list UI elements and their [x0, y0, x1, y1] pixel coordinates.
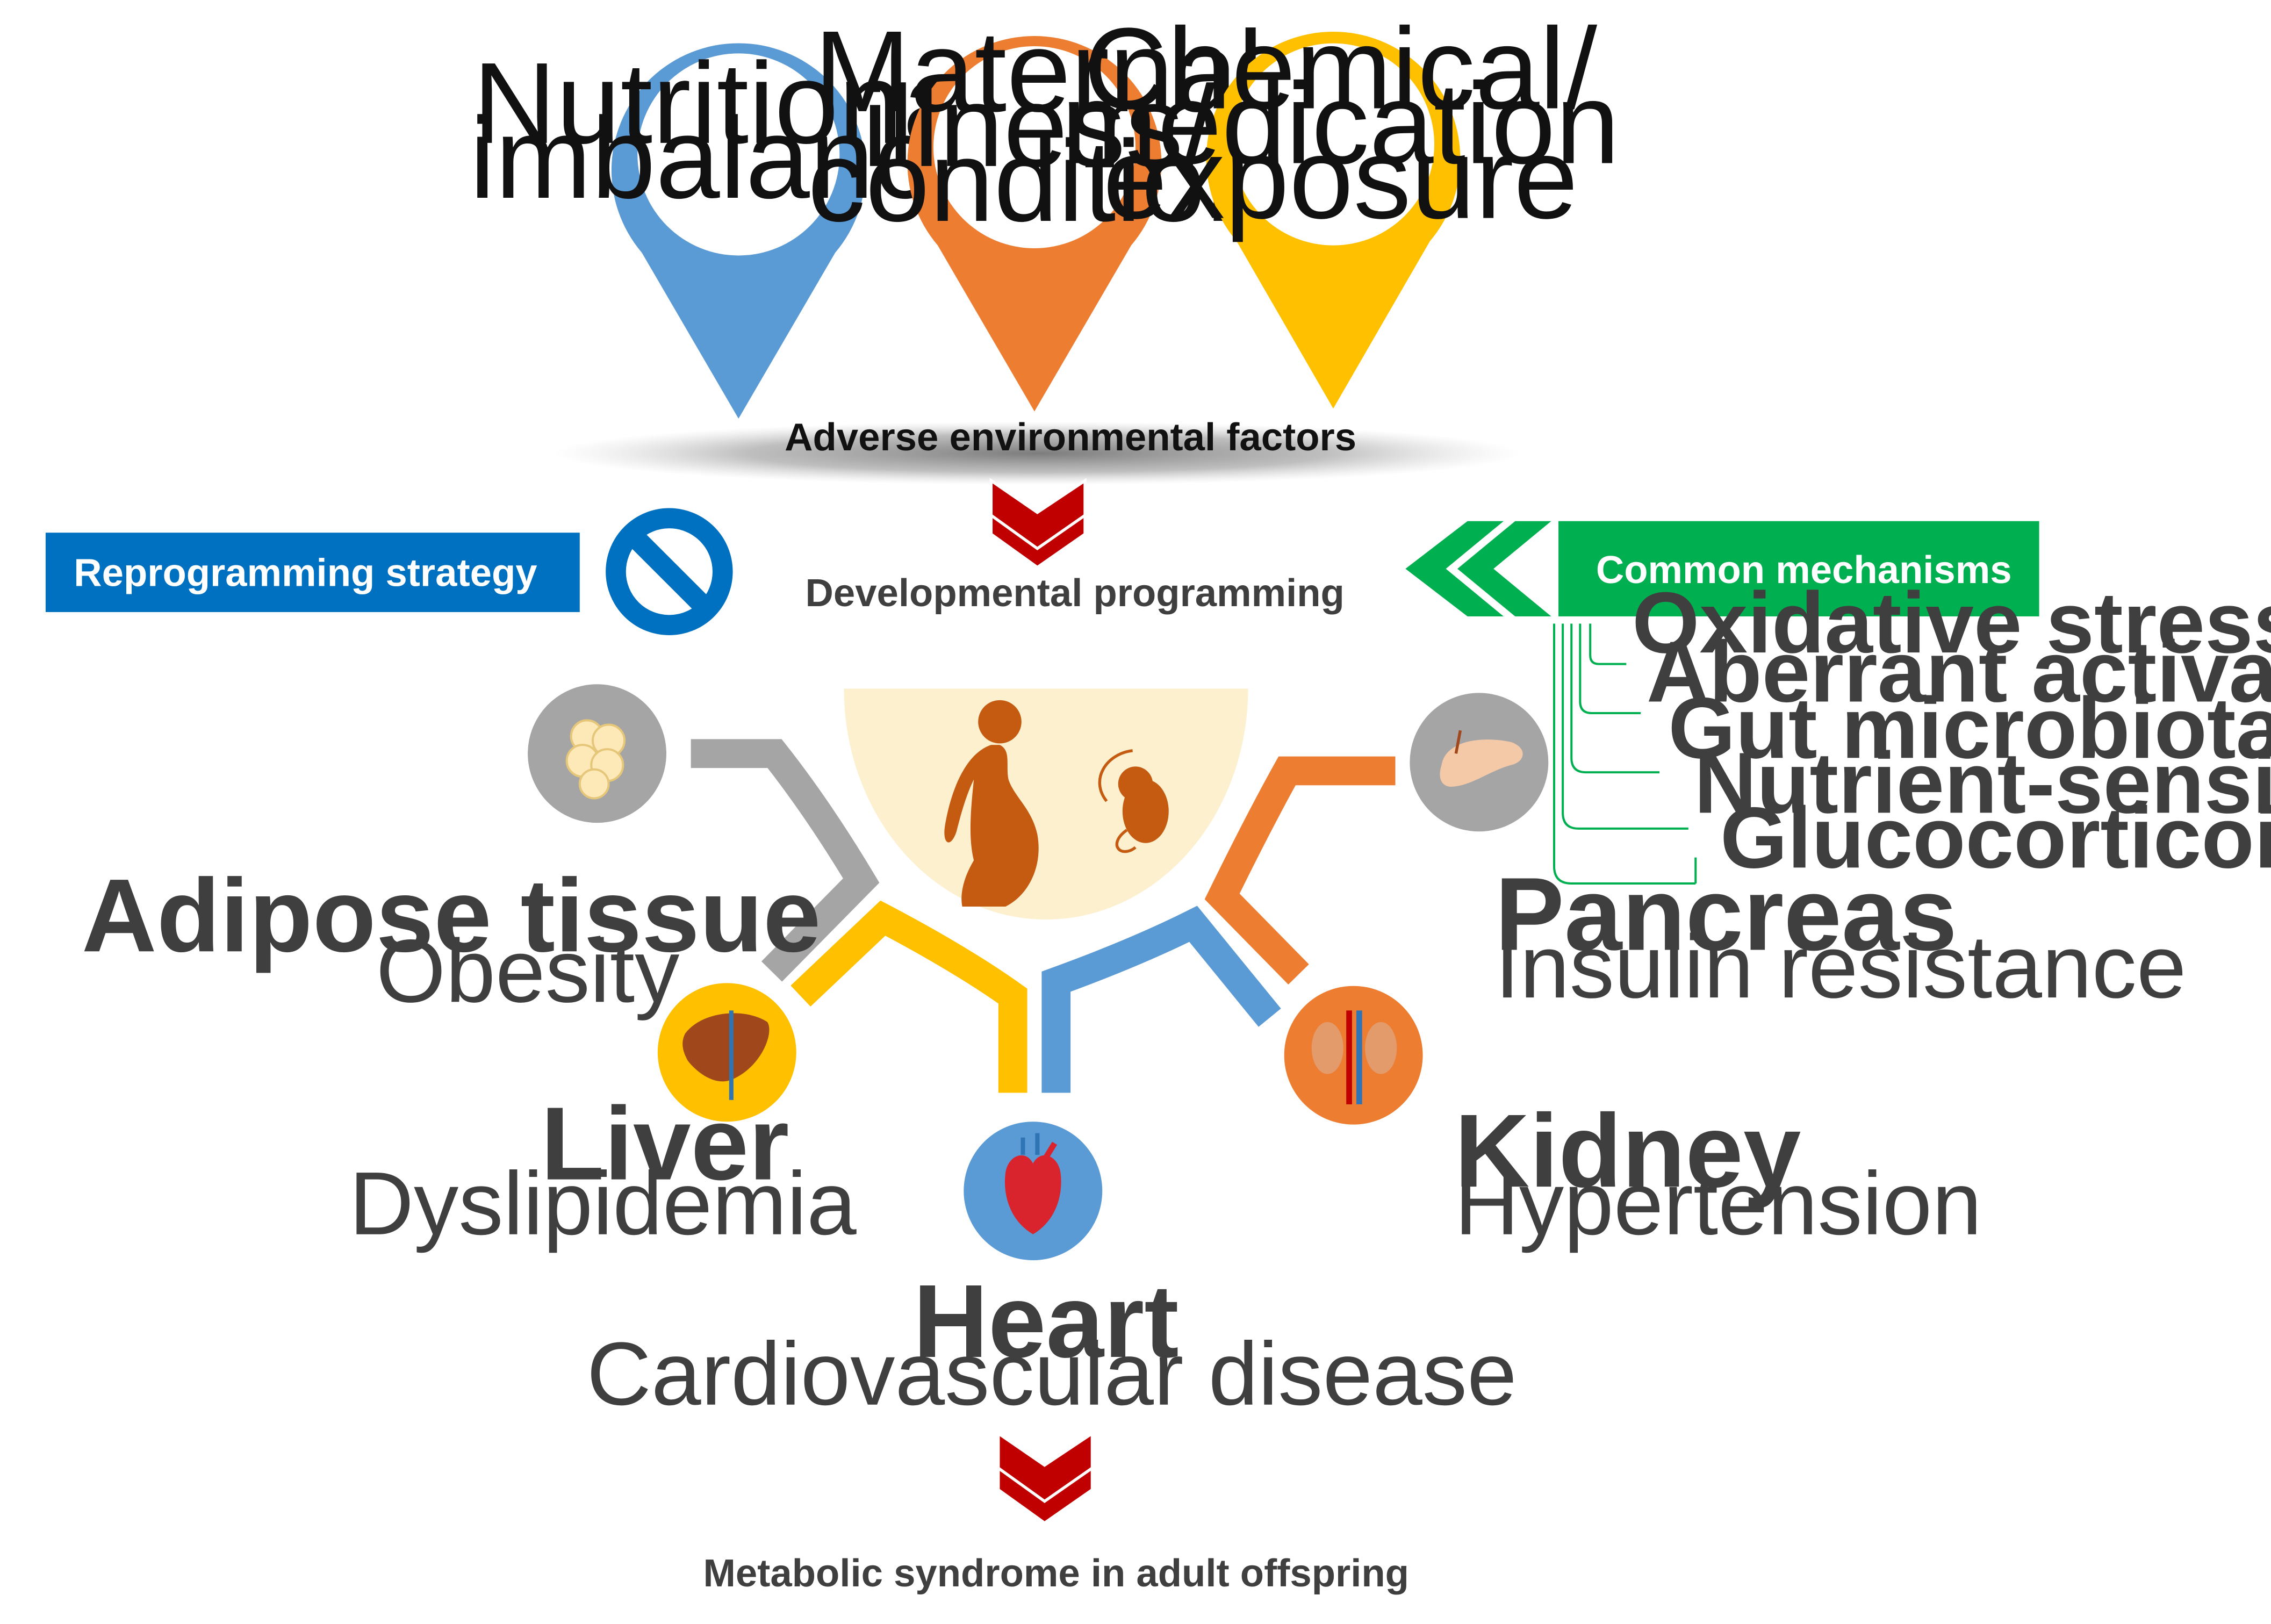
liver-icon: [682, 1013, 770, 1082]
heart-node: [964, 1122, 1103, 1261]
liver-name: Liver: [541, 1086, 789, 1202]
developmental-programming-label: Developmental programming: [806, 571, 1345, 615]
pin-chemical-line2: medication: [1061, 59, 1620, 188]
mechanism-item-glucocorticoid: Glucocorticoid programming: [1720, 789, 2271, 886]
mechanism-item-ras: Aberrant activation of RAS: [1647, 624, 2271, 721]
pregnancy-hub: [844, 688, 1248, 920]
heart-name: Heart: [913, 1263, 1178, 1379]
pin-chemical: Chemical/ medication exposure: [1061, 3, 1620, 409]
pins-shadow: [554, 421, 1521, 485]
heart-icon: [1004, 1155, 1061, 1234]
pancreas-name: Pancreas: [1495, 856, 1957, 972]
pancreas-icon: [1440, 739, 1523, 787]
liver-node: [657, 983, 796, 1122]
pin-maternal: Maternal illness/ condition: [808, 6, 1270, 412]
pin-maternal-line2: illness/: [863, 61, 1216, 191]
kidney-name: Kidney: [1455, 1093, 1801, 1209]
heart-condition: Cardiovascular disease: [587, 1324, 1517, 1424]
pancreas-node: [1410, 693, 1549, 832]
fetus-icon: [1098, 749, 1169, 853]
pin-nutritional-line1: Nutritional: [473, 38, 993, 168]
pin-maternal-line3: condition: [808, 116, 1270, 246]
chevron-down-icon: [989, 478, 1087, 569]
mechanism-item-gut: Gut microbiota dysbiosis: [1668, 680, 2271, 777]
liver-condition: Dyslipidemia: [349, 1154, 857, 1254]
mechanism-bracket-lines: [1553, 623, 1697, 885]
adipose-name: Adipose tissue: [82, 857, 821, 973]
no-entry-icon: [606, 508, 733, 635]
pancreas-condition: Insulin resistance: [1495, 917, 2187, 1017]
common-mechanisms-label: Common mechanisms: [1596, 548, 2012, 592]
adipose-condition: Obesity: [376, 921, 680, 1021]
pin-chemical-line1: Chemical/: [1084, 3, 1598, 133]
mechanism-item-nutrient: Nutrient-sensing signal: [1694, 735, 2271, 831]
pin-maternal-line1: Maternal: [814, 6, 1263, 136]
pin-chemical-line3: exposure: [1103, 113, 1578, 243]
pregnant-woman-icon: [944, 700, 1039, 907]
fat-cells-icon: [565, 719, 626, 800]
kidney-node: [1284, 986, 1423, 1125]
adverse-factors-label: Adverse environmental factors: [785, 415, 1356, 459]
outcome-label: Metabolic syndrome in adult offspring: [703, 1551, 1409, 1595]
mechanism-item-oxidative: Oxidative stress: [1632, 574, 2271, 671]
reprogramming-strategy-label: Reprogramming strategy: [74, 551, 537, 595]
hub-arcs: [691, 739, 1396, 1093]
kidney-condition: Hypertension: [1455, 1154, 1982, 1254]
double-chevron-left-icon: [1405, 521, 1551, 617]
reprogramming-strategy-box: [45, 533, 580, 612]
adipose-node: [528, 684, 666, 823]
chevron-down-icon: [997, 1431, 1094, 1525]
common-mechanisms-box: [1558, 521, 2039, 617]
kidney-icon: [1311, 1010, 1397, 1104]
